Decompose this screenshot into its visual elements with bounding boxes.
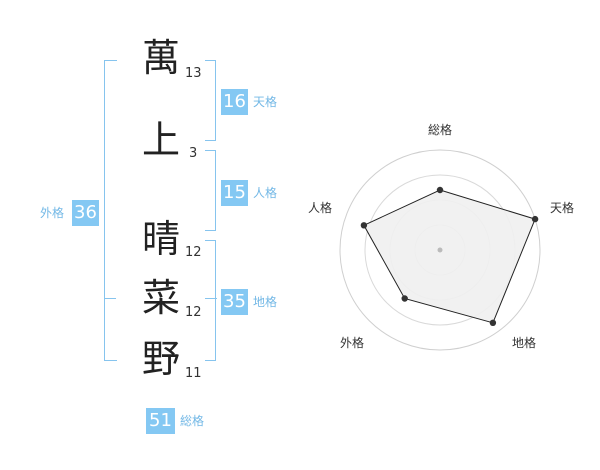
jinkaku-label: 人格 xyxy=(253,186,278,200)
radar-chart: 総格 天格 地格 外格 人格 xyxy=(308,122,574,351)
stroke-count-2: 3 xyxy=(189,146,198,161)
name-char-1: 萬 xyxy=(141,36,180,80)
name-chart: 萬 13 上 3 晴 12 菜 12 野 11 16 天格 15 人格 35 地… xyxy=(40,36,278,434)
tenkaku-value: 16 xyxy=(221,89,248,115)
chikaku-value: 35 xyxy=(221,289,248,315)
stroke-count-1: 13 xyxy=(185,66,202,81)
gaikaku-label: 外格 xyxy=(40,206,65,220)
chikaku-bracket-connector xyxy=(205,298,217,299)
radar-point-4 xyxy=(401,295,408,302)
jinkaku-value: 15 xyxy=(221,180,248,206)
radar-area xyxy=(363,189,536,324)
gaikaku-value: 36 xyxy=(72,200,99,226)
radar-axis-label-chikaku: 地格 xyxy=(512,335,536,350)
stroke-count-4: 12 xyxy=(185,305,202,320)
name-char-5: 野 xyxy=(141,337,180,381)
radar-grid-ring-4 xyxy=(339,149,541,351)
jinkaku-bracket xyxy=(205,150,216,231)
tenkaku-label: 天格 xyxy=(253,95,278,109)
radar-point-5 xyxy=(360,222,368,229)
radar-point-3 xyxy=(489,319,497,326)
name-char-4: 菜 xyxy=(141,276,180,320)
gaikaku-bracket xyxy=(104,60,117,361)
radar-axis-label-jinkaku: 人格 xyxy=(308,200,332,215)
radar-axis-label-gaikaku: 外格 xyxy=(340,335,364,350)
tenkaku-bracket xyxy=(205,60,216,141)
radar-point-1 xyxy=(436,186,444,194)
gaikaku-bracket-divider xyxy=(104,298,116,299)
radar-center-dot xyxy=(437,247,443,253)
chikaku-bracket xyxy=(205,240,216,361)
radar-axis-label-soukaku: 総格 xyxy=(428,122,452,137)
radar-point-2 xyxy=(531,215,539,223)
soukaku-label: 総格 xyxy=(180,414,205,428)
radar-axis-label-tenkaku: 天格 xyxy=(550,200,574,215)
soukaku-value: 51 xyxy=(146,408,175,434)
name-char-3: 晴 xyxy=(141,217,180,261)
chikaku-label: 地格 xyxy=(253,295,278,309)
stroke-count-3: 12 xyxy=(185,245,202,260)
stroke-count-5: 11 xyxy=(185,366,202,381)
name-char-2: 上 xyxy=(141,118,180,162)
